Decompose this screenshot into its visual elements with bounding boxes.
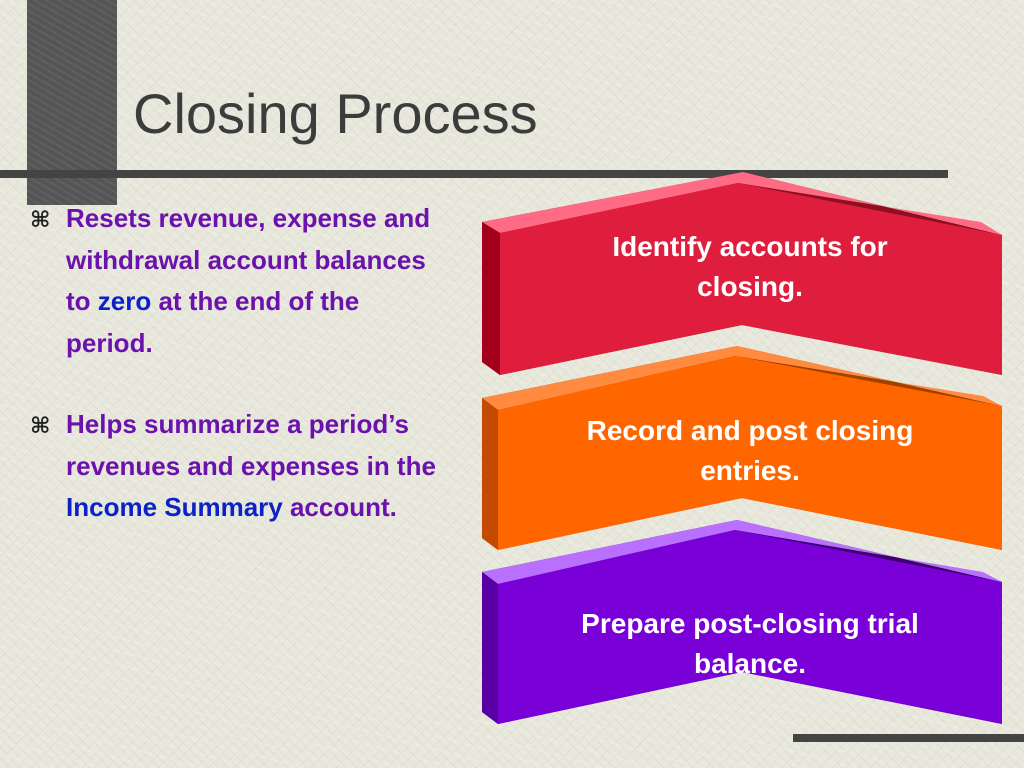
bullet-item-summarize: ⌘ Helps summarize a period’s revenues an… [30,404,450,529]
bullet-text: Helps summarize a period’s revenues and … [66,409,436,481]
bullet-text: Resets revenue, expense and withdrawal a… [66,203,431,316]
highlight-text: Income Summary [66,492,283,522]
step-chevron-1 [482,172,1002,375]
step-label-3: Prepare post-closing trial balance. [581,608,919,679]
slide-title: Closing Process [133,82,538,145]
step-label-1: Identify accounts for closing. [612,231,888,302]
title-divider-line [0,170,948,178]
bullet-item-resets: ⌘ Resets revenue, expense and withdrawal… [30,198,450,364]
step-chevron-2 [482,346,1002,550]
bottom-divider-line [793,734,1024,742]
square-bullet-icon: ⌘ [30,414,51,439]
step-chevron-3 [482,520,1002,724]
bullet-text: account. [282,492,397,522]
square-bullet-icon: ⌘ [30,208,51,233]
highlight-text: zero [97,286,152,316]
bullet-text: at the end of the period. [66,286,360,358]
bullet-list: ⌘ Resets revenue, expense and withdrawal… [30,198,450,529]
step-label-2: Record and post closing entries. [586,415,914,486]
